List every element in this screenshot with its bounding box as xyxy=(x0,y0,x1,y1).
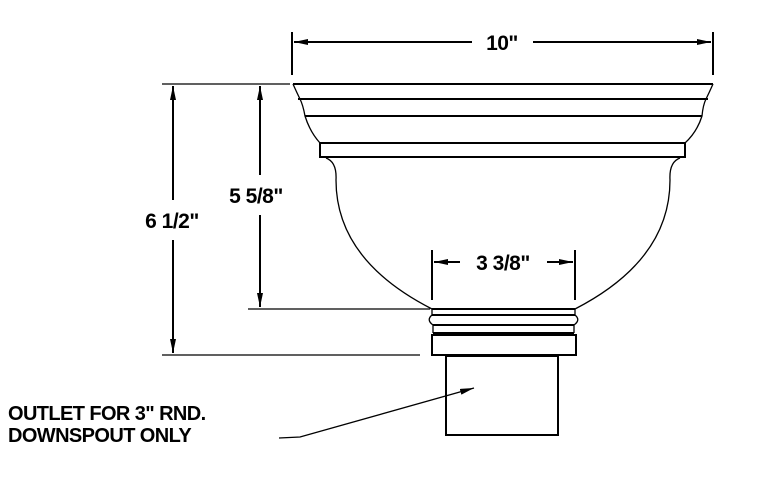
leader-arrow xyxy=(278,387,475,439)
dimension-outlet-width-label: 3 3/8" xyxy=(476,252,530,275)
dimension-bowl-height: 5 5/8" xyxy=(229,86,430,310)
outlet-note: OUTLET FOR 3" RND. DOWNSPOUT ONLY xyxy=(8,387,475,447)
dimension-top-width: 10" xyxy=(291,32,714,75)
outlet-note-line2: DOWNSPOUT ONLY xyxy=(8,425,192,447)
dimension-overall-height: 6 1/2" xyxy=(145,83,420,356)
dimension-overall-height-label: 6 1/2" xyxy=(145,210,199,233)
dimension-top-width-label: 10" xyxy=(486,32,518,55)
dimension-outlet-width: 3 3/8" xyxy=(431,250,576,300)
outlet-note-line1: OUTLET FOR 3" RND. xyxy=(8,403,206,425)
dimension-bowl-height-label: 5 5/8" xyxy=(229,185,283,208)
conductor-head-outline xyxy=(292,83,714,436)
